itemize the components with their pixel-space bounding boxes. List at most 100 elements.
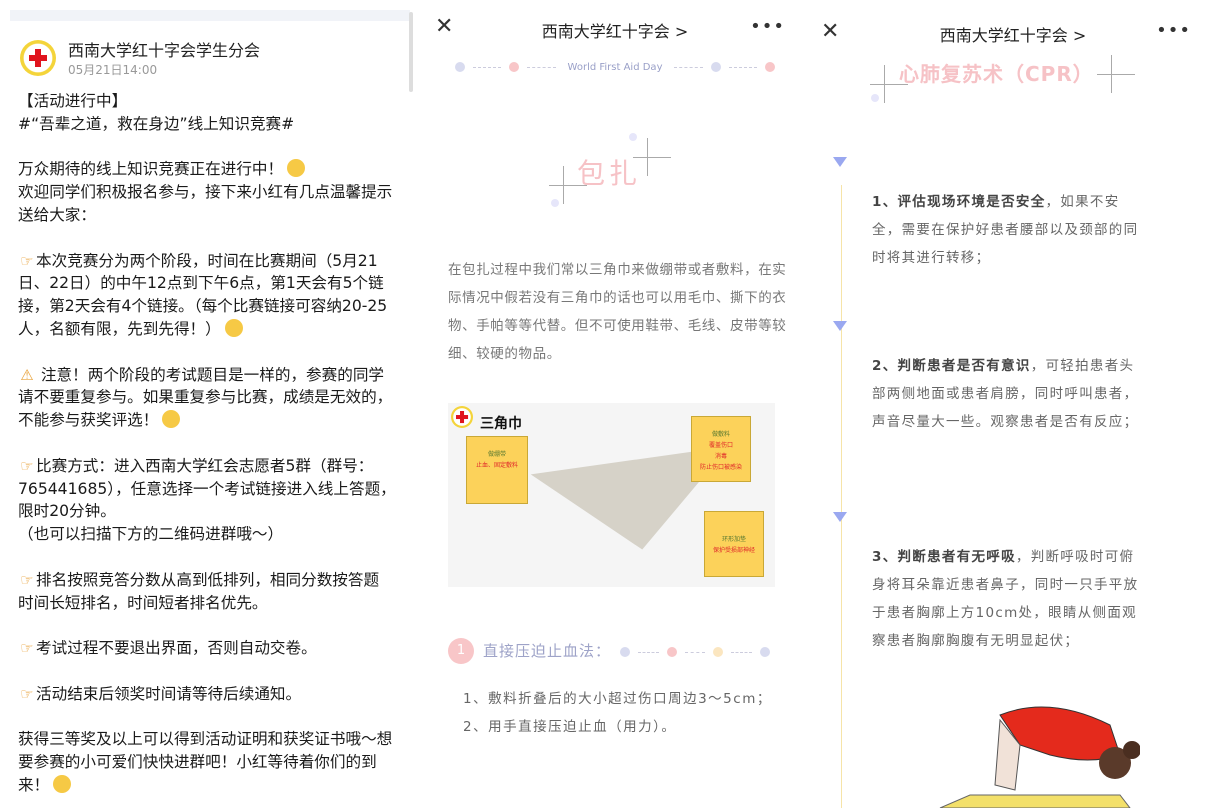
account-title-link[interactable]: 西南大学红十字会 > bbox=[939, 26, 1087, 45]
post-line-text: 日、22日）的中午12点到下午6点，第1天会有5个链 bbox=[18, 274, 384, 293]
dot-icon bbox=[629, 133, 637, 141]
post-line bbox=[18, 341, 410, 364]
more-options-icon[interactable]: ••• bbox=[1156, 20, 1191, 41]
timeline-line bbox=[841, 185, 842, 808]
article-panel-bandage: ✕ 西南大学红十字会 > ••• World First Aid Day 包扎 … bbox=[415, 0, 815, 808]
cpr-step-3: 3、判断患者有无呼吸，判断呼吸时可俯身将耳朵靠近患者鼻子，同时一只手平放于患者胸… bbox=[872, 549, 1139, 649]
triangle-down-icon bbox=[833, 321, 847, 331]
post-line: #“吾辈之道，救在身边”线上知识竞赛# bbox=[18, 113, 410, 136]
section-title: 包扎 bbox=[577, 157, 642, 190]
post-line bbox=[18, 432, 410, 455]
post-line-text: 要参赛的小可爱们快快进群吧！小红等待着你们的到 bbox=[18, 753, 377, 772]
post-line bbox=[18, 706, 410, 729]
plus-decoration-icon bbox=[1097, 55, 1135, 93]
callout-ring-pad: 环形加垫保护受损部神经 bbox=[704, 511, 764, 577]
post-line: 请不要重复参与。如果重复参与比赛，成绩是无效的， bbox=[18, 386, 410, 409]
post-line: ☞活动结束后领奖时间请等待后续通知。 bbox=[18, 683, 410, 706]
post-panel: 西南大学红十字会学生分会 05月21日14:00 【活动进行中】 #“吾辈之道，救… bbox=[0, 0, 415, 808]
post-line: 不能参与获奖评选！ bbox=[18, 409, 410, 432]
post-body: 【活动进行中】 #“吾辈之道，救在身边”线上知识竞赛# 万众期待的线上知识竞赛正在进… bbox=[18, 90, 410, 797]
post-line: 获得三等奖及以上可以得到活动证明和获奖证书哦～想 bbox=[18, 728, 410, 751]
post-line: 【活动进行中】 bbox=[18, 90, 410, 113]
smiling-face-icon bbox=[162, 410, 181, 429]
cpr-step-1: 1、评估现场环境是否安全，如果不安全，需要在保护好患者腰部以及颈部的同时将其进行… bbox=[872, 194, 1139, 266]
pointing-hand-icon: ☞ bbox=[20, 684, 34, 703]
dot-icon bbox=[765, 62, 776, 72]
sleepy-face-icon bbox=[287, 159, 306, 178]
pointing-hand-icon: ☞ bbox=[20, 251, 34, 270]
post-line-text: 请不要重复参与。如果重复参与比赛，成绩是无效的， bbox=[18, 388, 393, 407]
post-line: 欢迎同学们积极报名参与，接下来小红有几点温馨提示 bbox=[18, 181, 410, 204]
post-line-text: 765441685），任意选择一个考试链接进入线上答题， bbox=[18, 479, 396, 498]
post-line: 时间长短排名，时间短者排名优先。 bbox=[18, 592, 410, 615]
dot-icon bbox=[710, 62, 721, 72]
post-line: 人，名额有限，先到先得！） bbox=[18, 318, 410, 341]
intro-paragraph: 在包扎过程中我们常以三角巾来做绷带或者敷料，在实际情况中假若没有三角巾的话也可以… bbox=[448, 262, 787, 362]
post-line: ⚠ 注意！两个阶段的考试题目是一样的，参赛的同学 bbox=[18, 364, 410, 387]
post-line bbox=[18, 614, 410, 637]
post-line: 万众期待的线上知识竞赛正在进行中！ bbox=[18, 158, 410, 181]
step-item: 1、敷料折叠后的大小超过伤口周边3～5cm； bbox=[463, 691, 772, 707]
post-line: （也可以扫描下方的二维码进群哦～） bbox=[18, 523, 410, 546]
article-header: ✕ 西南大学红十字会 > ••• bbox=[815, 0, 1211, 56]
post-line: 限时20分钟。 bbox=[18, 500, 410, 523]
post-line-text: 不能参与获奖评选！ bbox=[18, 411, 159, 430]
close-icon[interactable]: ✕ bbox=[435, 14, 454, 39]
post-line-text: 欢迎同学们积极报名参与，接下来小红有几点温馨提示 bbox=[18, 183, 393, 202]
callout-dressing: 做敷料覆盖伤口消毒防止伤口被感染 bbox=[691, 416, 751, 482]
red-cross-icon bbox=[29, 49, 47, 67]
post-line-text: 来！ bbox=[18, 775, 50, 794]
plus-decoration-icon bbox=[870, 65, 908, 103]
post-line-text: 注意！两个阶段的考试题目是一样的，参赛的同学 bbox=[36, 365, 385, 384]
red-cross-logo-icon bbox=[451, 406, 473, 428]
pointing-hand-icon: ☞ bbox=[20, 639, 34, 658]
article-panel-cpr: ✕ 西南大学红十字会 > ••• 心肺复苏术（CPR） 1、评估现场环境是否安全… bbox=[815, 0, 1211, 808]
post-line: 送给大家： bbox=[18, 204, 410, 227]
triangle-down-icon bbox=[833, 512, 847, 522]
post-line-text: 获得三等奖及以上可以得到活动证明和获奖证书哦～想 bbox=[18, 730, 393, 749]
post-line-text: 本次竞赛分为两个阶段，时间在比赛期间（5月21 bbox=[36, 251, 378, 270]
pointing-hand-icon: ☞ bbox=[20, 456, 34, 475]
step-item: 2、用手直接压迫止血（用力）。 bbox=[463, 719, 677, 735]
image-title: 三角巾 bbox=[480, 416, 522, 432]
post-line: ☞排名按照竞答分数从高到低排列，相同分数按答题 bbox=[18, 569, 410, 592]
method-steps: 1、敷料折叠后的大小超过伤口周边3～5cm； 2、用手直接压迫止血（用力）。 bbox=[463, 685, 773, 741]
close-icon[interactable]: ✕ bbox=[821, 19, 840, 44]
section-title: 心肺复苏术（CPR） bbox=[899, 62, 1094, 86]
heading-divider bbox=[620, 647, 771, 657]
post-line bbox=[18, 546, 410, 569]
post-line bbox=[18, 660, 410, 683]
dot-icon bbox=[455, 62, 465, 72]
post-line-text: 活动结束后领奖时间请等待后续通知。 bbox=[36, 684, 302, 703]
account-title-link[interactable]: 西南大学红十字会 > bbox=[541, 22, 689, 41]
step-number-badge: 1 bbox=[448, 638, 474, 664]
org-name[interactable]: 西南大学红十字会学生分会 bbox=[68, 41, 261, 60]
cpr-illustration[interactable] bbox=[870, 695, 1140, 808]
post-line-text: 【活动进行中】 bbox=[18, 92, 128, 110]
triangle-bandage-image[interactable]: 三角巾 做绷带止血、固定敷料 做敷料覆盖伤口消毒防止伤口被感染 环形加垫保护受损… bbox=[448, 403, 775, 587]
post-line: 日、22日）的中午12点到下午6点，第1天会有5个链 bbox=[18, 272, 410, 295]
post-line: 接，第2天会有4个链接。（每个比赛链接可容纳20-25 bbox=[18, 295, 410, 318]
thinking-face-icon bbox=[224, 318, 243, 337]
banner-divider: World First Aid Day bbox=[455, 60, 776, 74]
post-line-text: 比赛方式：进入西南大学红会志愿者5群（群号： bbox=[36, 456, 374, 475]
avatar[interactable] bbox=[20, 40, 56, 76]
dot-icon bbox=[509, 62, 520, 72]
post-date: 05月21日14:00 bbox=[68, 63, 158, 77]
post-line-text: 排名按照竞答分数从高到低排列，相同分数按答题 bbox=[36, 570, 380, 589]
laughing-face-icon bbox=[53, 774, 72, 793]
triangle-down-icon bbox=[833, 157, 847, 167]
article-header: ✕ 西南大学红十字会 > ••• bbox=[415, 0, 815, 56]
scrollbar[interactable] bbox=[409, 12, 413, 92]
banner-text: World First Aid Day bbox=[567, 61, 663, 73]
cpr-step-2: 2、判断患者是否有意识，可轻拍患者头部两侧地面或患者肩膀，同时呼叫患者，声音尽量… bbox=[872, 358, 1139, 430]
post-line bbox=[18, 227, 410, 250]
post-line-text: 万众期待的线上知识竞赛正在进行中！ bbox=[18, 160, 284, 179]
post-line-text: #“吾辈之道，救在身边”线上知识竞赛# bbox=[18, 114, 295, 133]
post-line: ☞本次竞赛分为两个阶段，时间在比赛期间（5月21 bbox=[18, 250, 410, 273]
post-line: 来！ bbox=[18, 774, 410, 797]
warning-icon: ⚠ bbox=[20, 365, 34, 384]
top-strip bbox=[10, 10, 410, 21]
more-options-icon[interactable]: ••• bbox=[750, 16, 785, 37]
post-line-text: 考试过程不要退出界面，否则自动交卷。 bbox=[36, 639, 317, 658]
